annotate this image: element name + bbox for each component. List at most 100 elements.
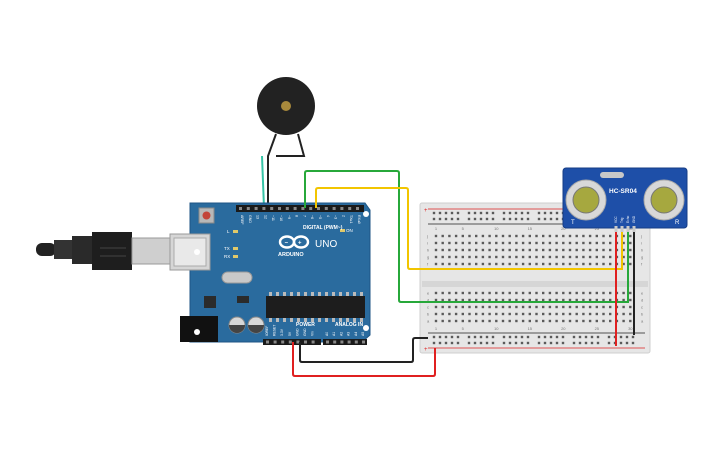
rail-hole[interactable] [438, 335, 442, 339]
breadboard-hole[interactable] [434, 312, 438, 316]
rail-hole[interactable] [537, 341, 541, 345]
breadboard-hole[interactable] [562, 305, 565, 309]
power-5v-wire[interactable] [292, 342, 436, 377]
breadboard-hole[interactable] [501, 255, 505, 259]
rail-hole[interactable] [543, 341, 547, 345]
digital-header-pins[interactable] [239, 207, 359, 210]
rail-hole[interactable] [561, 335, 565, 339]
breadboard-hole[interactable] [542, 234, 545, 238]
breadboard-hole[interactable] [454, 262, 458, 266]
rail-hole[interactable] [502, 341, 506, 345]
breadboard-hole[interactable] [508, 305, 511, 309]
breadboard-hole[interactable] [441, 255, 444, 259]
rail-hole[interactable] [456, 211, 460, 215]
breadboard-hole[interactable] [434, 234, 438, 238]
breadboard-hole[interactable] [568, 255, 572, 259]
digital-pin[interactable] [285, 207, 289, 210]
breadboard-hole[interactable] [441, 248, 444, 252]
rail-hole[interactable] [596, 335, 600, 339]
rail-hole[interactable] [526, 335, 530, 339]
rail-hole[interactable] [543, 211, 547, 215]
breadboard-hole[interactable] [441, 298, 444, 302]
breadboard-hole[interactable] [475, 241, 478, 245]
breadboard-hole[interactable] [568, 319, 572, 323]
breadboard-hole[interactable] [629, 234, 632, 238]
breadboard-hole[interactable] [515, 305, 518, 309]
breadboard-hole[interactable] [602, 312, 605, 316]
breadboard-hole[interactable] [548, 305, 552, 309]
breadboard-hole[interactable] [622, 234, 625, 238]
piezo-buzzer[interactable] [257, 77, 315, 135]
breadboard-hole[interactable] [588, 255, 592, 259]
power-pin[interactable] [281, 340, 285, 344]
breadboard-hole[interactable] [548, 248, 552, 252]
power-pin[interactable] [296, 340, 300, 344]
breadboard-hole[interactable] [521, 305, 525, 309]
analog-pin[interactable] [347, 340, 351, 344]
rail-hole[interactable] [526, 211, 530, 215]
rail-hole[interactable] [438, 341, 442, 345]
breadboard-hole[interactable] [515, 234, 518, 238]
breadboard-hole[interactable] [441, 291, 444, 295]
breadboard-hole[interactable] [575, 305, 578, 309]
breadboard-hole[interactable] [595, 262, 598, 266]
breadboard-hole[interactable] [468, 248, 471, 252]
breadboard-hole[interactable] [602, 234, 605, 238]
breadboard-hole[interactable] [622, 241, 625, 245]
breadboard-hole[interactable] [434, 241, 438, 245]
breadboard-hole[interactable] [528, 234, 531, 238]
breadboard-hole[interactable] [501, 312, 505, 316]
rail-hole[interactable] [572, 335, 576, 339]
breadboard-hole[interactable] [609, 298, 612, 302]
rail-hole[interactable] [444, 341, 448, 345]
breadboard-hole[interactable] [582, 319, 585, 323]
rail-hole[interactable] [549, 341, 553, 345]
echo-wire[interactable] [304, 170, 629, 303]
breadboard-hole[interactable] [441, 305, 444, 309]
breadboard-hole[interactable] [448, 234, 451, 238]
breadboard-hole[interactable] [535, 298, 538, 302]
breadboard-hole[interactable] [475, 291, 478, 295]
rail-hole[interactable] [561, 341, 565, 345]
breadboard-hole[interactable] [521, 291, 525, 295]
breadboard-hole[interactable] [588, 305, 592, 309]
breadboard-hole[interactable] [582, 234, 585, 238]
ground-wire[interactable] [299, 337, 428, 363]
breadboard-hole[interactable] [481, 319, 485, 323]
breadboard-hole[interactable] [475, 312, 478, 316]
breadboard-hole[interactable] [488, 312, 491, 316]
sensor-pin[interactable] [614, 226, 618, 232]
breadboard-hole[interactable] [488, 262, 491, 266]
breadboard-hole[interactable] [622, 255, 625, 259]
rail-hole[interactable] [450, 335, 454, 339]
breadboard-hole[interactable] [515, 255, 518, 259]
breadboard-hole[interactable] [535, 248, 538, 252]
breadboard-hole[interactable] [515, 262, 518, 266]
breadboard-hole[interactable] [582, 312, 585, 316]
rail-hole[interactable] [596, 341, 600, 345]
rail-hole[interactable] [485, 335, 489, 339]
rail-hole[interactable] [520, 217, 524, 221]
breadboard-hole[interactable] [602, 241, 605, 245]
breadboard-hole[interactable] [568, 234, 572, 238]
breadboard-hole[interactable] [595, 248, 598, 252]
breadboard-hole[interactable] [448, 312, 451, 316]
breadboard-hole[interactable] [562, 255, 565, 259]
breadboard-hole[interactable] [501, 262, 505, 266]
breadboard-hole[interactable] [468, 312, 471, 316]
breadboard-hole[interactable] [501, 241, 505, 245]
breadboard-hole[interactable] [448, 298, 451, 302]
rail-hole[interactable] [549, 335, 553, 339]
breadboard-hole[interactable] [568, 291, 572, 295]
breadboard-hole[interactable] [582, 241, 585, 245]
breadboard-hole[interactable] [562, 234, 565, 238]
breadboard-hole[interactable] [495, 262, 498, 266]
rail-hole[interactable] [432, 335, 436, 339]
breadboard-hole[interactable] [461, 248, 464, 252]
rail-hole[interactable] [450, 211, 454, 215]
rail-hole[interactable] [491, 217, 495, 221]
breadboard-hole[interactable] [488, 234, 491, 238]
breadboard-hole[interactable] [562, 248, 565, 252]
rail-hole[interactable] [479, 211, 483, 215]
rail-hole[interactable] [578, 341, 582, 345]
